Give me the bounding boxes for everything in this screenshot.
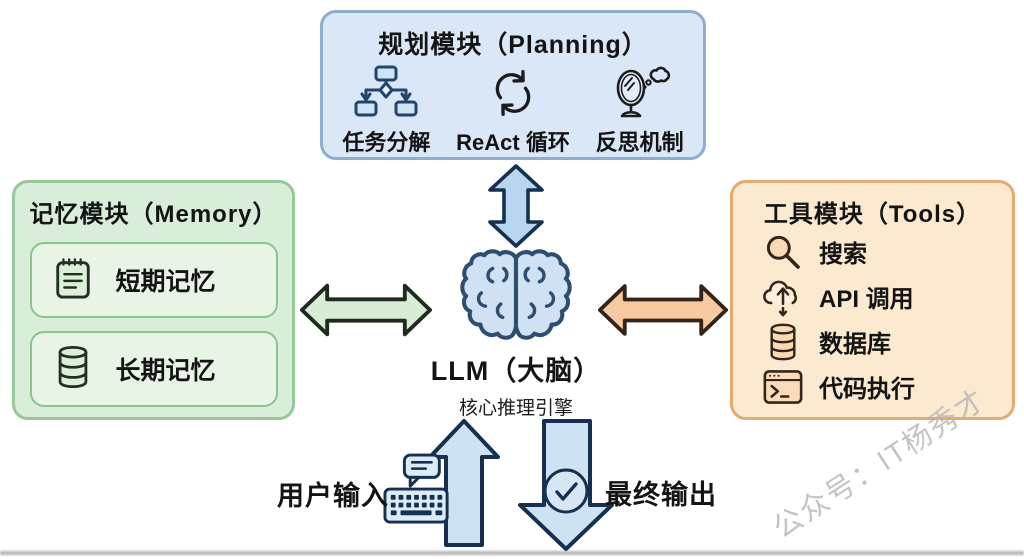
check-circle-icon (540, 465, 592, 522)
tools-item-search: 搜索 (761, 234, 1012, 270)
tools-item-label: 数据库 (819, 331, 891, 358)
tools-title: 工具模块（Tools） (763, 201, 982, 228)
search-icon (761, 232, 805, 272)
memory-item-label: 短期记忆 (115, 268, 216, 296)
keyboard-chat-icon (383, 452, 451, 533)
tools-item-label: 代码执行 (819, 376, 915, 403)
tools-item-code-execution: 代码执行 (761, 369, 1012, 405)
cycle-icon (488, 63, 538, 123)
memory-module-box: 记忆模块（Memory） 短期记忆 (12, 180, 295, 420)
planning-item-react-loop: ReAct 循环 (450, 63, 577, 157)
memory-item-label: 长期记忆 (115, 357, 216, 385)
tools-module-box: 工具模块（Tools） 搜索 (730, 180, 1015, 420)
planning-item-label: 反思机制 (595, 130, 684, 155)
planning-title: 规划模块（Planning） (378, 31, 648, 59)
llm-core-title: LLM（大脑） (430, 356, 602, 386)
planning-item-label: 任务分解 (342, 130, 431, 155)
cloud-api-icon (761, 277, 805, 317)
database-icon (761, 321, 805, 363)
flowchart-icon (350, 63, 422, 123)
memory-item-short-term: 短期记忆 (29, 242, 278, 318)
llm-core-text: LLM（大脑） 核心推理引擎 (396, 349, 636, 420)
planning-item-label: ReAct 循环 (456, 130, 570, 155)
planning-item-task-decomposition: 任务分解 (323, 63, 450, 157)
memory-item-long-term: 长期记忆 (29, 331, 278, 407)
planning-brain-double-arrow (488, 164, 544, 253)
bottom-cropped-edge (0, 551, 1024, 555)
llm-core-subtitle: 核心推理引擎 (458, 398, 573, 419)
memory-brain-double-arrow (300, 279, 432, 346)
brain-icon (460, 248, 572, 346)
planning-module-box: 规划模块（Planning） (320, 10, 706, 160)
tools-item-database: 数据库 (761, 321, 1012, 363)
database-icon (52, 343, 94, 396)
mirror-reflection-icon (609, 63, 671, 123)
tools-item-label: API 调用 (819, 286, 914, 313)
tools-item-label: 搜索 (819, 241, 867, 268)
user-input-label: 用户输入 (277, 481, 389, 511)
terminal-icon (761, 368, 805, 406)
memory-title: 记忆模块（Memory） (29, 201, 278, 228)
notepad-icon (52, 255, 94, 306)
final-output-label: 最终输出 (605, 480, 717, 510)
tools-brain-double-arrow (598, 279, 728, 346)
tools-item-api-call: API 调用 (761, 277, 1012, 317)
planning-items-row: 任务分解 ReAct 循环 (323, 63, 703, 157)
planning-item-reflection: 反思机制 (576, 63, 703, 157)
